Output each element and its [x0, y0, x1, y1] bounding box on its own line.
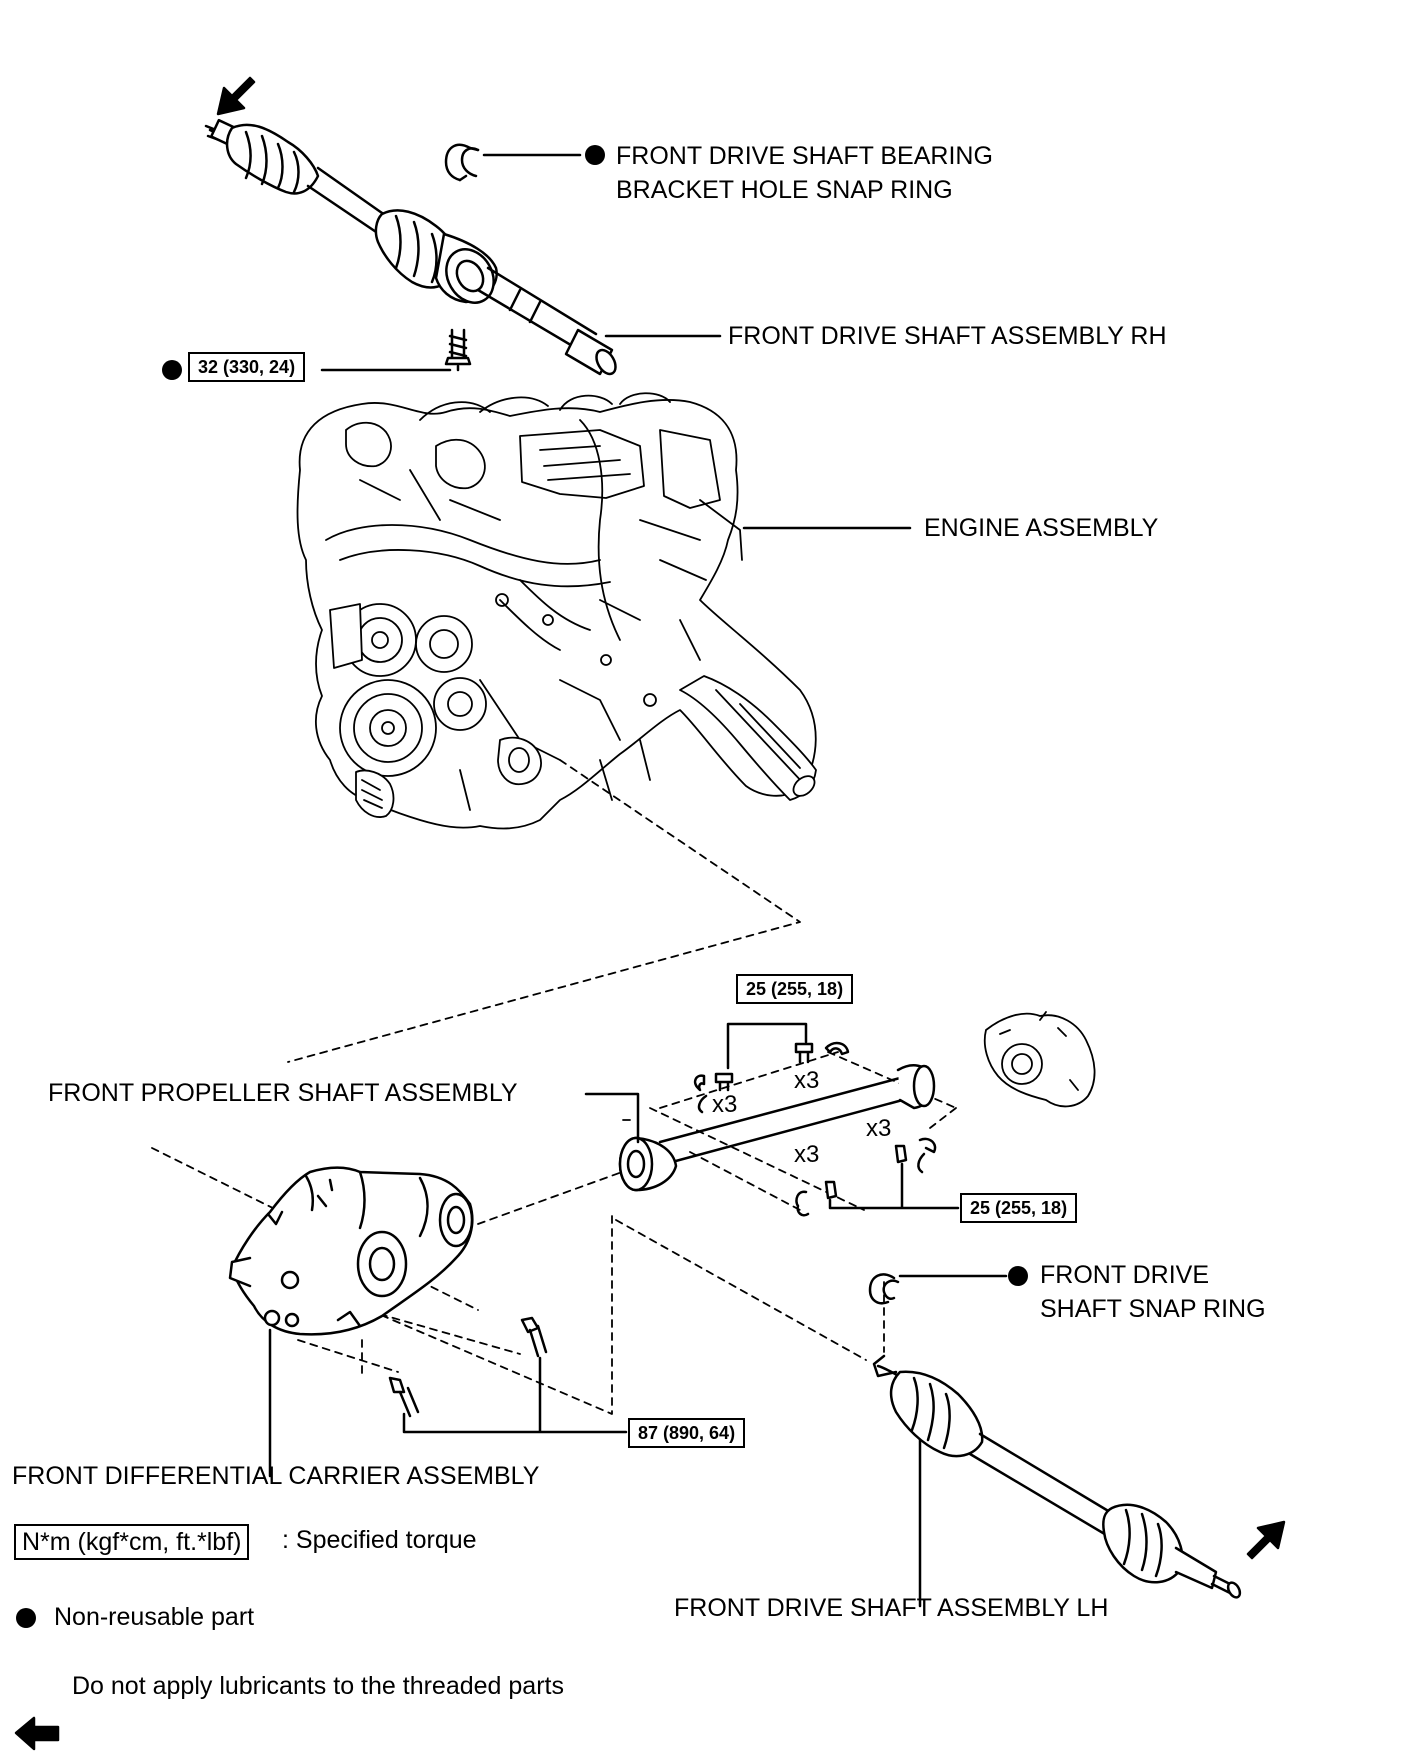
torque-box-differential: 87 (890, 64): [628, 1418, 746, 1448]
differential-bolts-drawing: [388, 1316, 548, 1418]
torque-box-bracket-bolt: 32 (330, 24): [188, 352, 306, 382]
propeller-upper-fasteners: [693, 1041, 850, 1114]
bearing-bracket-snap-ring-drawing: [444, 143, 480, 182]
differential-carrier-drawing: [228, 1166, 474, 1336]
label-drive-snap-ring-line2: SHAFT SNAP RING: [1040, 1295, 1266, 1323]
propeller-lower-fasteners: [795, 1137, 937, 1217]
non-reusable-dot-icon: [162, 360, 182, 380]
torque-box-propeller-lower: 25 (255, 18): [960, 1193, 1078, 1223]
drive-snap-ring-drawing: [868, 1273, 900, 1305]
label-drive-shaft-lh: FRONT DRIVE SHAFT ASSEMBLY LH: [674, 1594, 1109, 1622]
drive-shaft-lh-drawing: [872, 1354, 1242, 1599]
label-differential-carrier: FRONT DIFFERENTIAL CARRIER ASSEMBLY: [12, 1462, 540, 1490]
label-drive-shaft-rh: FRONT DRIVE SHAFT ASSEMBLY RH: [728, 322, 1167, 350]
bracket-bolt-drawing: [444, 328, 472, 366]
engine-assembly-drawing: [296, 392, 817, 830]
label-engine-assembly: ENGINE ASSEMBLY: [924, 514, 1159, 542]
legend-arrow-icon: [14, 1716, 60, 1751]
no-lubricant-arrow-lh: [1246, 1520, 1286, 1560]
legend-torque-description: : Specified torque: [282, 1526, 477, 1554]
label-bearing-snap-ring-line2: BRACKET HOLE SNAP RING: [616, 176, 953, 204]
quantity-label: x3: [794, 1141, 820, 1168]
non-reusable-dot-icon: [585, 145, 605, 165]
label-bearing-snap-ring-line1: FRONT DRIVE SHAFT BEARING: [616, 142, 993, 170]
legend-torque-unit-box: N*m (kgf*cm, ft.*lbf): [14, 1524, 250, 1560]
quantity-label: x3: [794, 1067, 820, 1094]
quantity-label: x3: [712, 1091, 738, 1118]
label-drive-snap-ring-line1: FRONT DRIVE: [1040, 1261, 1209, 1289]
no-lubricant-arrow-rh: [216, 76, 256, 116]
drive-shaft-rh-drawing: [204, 118, 617, 376]
non-reusable-dot-icon: [1008, 1266, 1028, 1286]
label-propeller-shaft: FRONT PROPELLER SHAFT ASSEMBLY: [48, 1079, 518, 1107]
quantity-label: x3: [866, 1115, 892, 1142]
legend-no-lubricant-text: Do not apply lubricants to the threaded …: [72, 1672, 564, 1700]
torque-box-propeller-upper: 25 (255, 18): [736, 974, 854, 1004]
propeller-shaft-drawing: [618, 1064, 936, 1192]
legend-non-reusable-text: Non-reusable part: [54, 1603, 255, 1631]
transmission-fragment-drawing: [983, 1011, 1096, 1108]
legend-non-reusable-dot-icon: [16, 1608, 36, 1628]
